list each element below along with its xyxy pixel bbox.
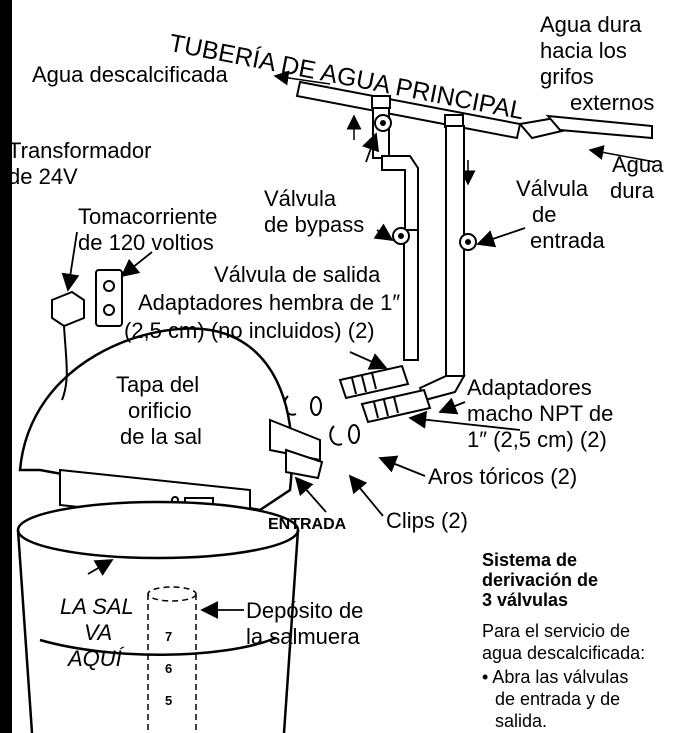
info-bullet-2: de entrada y de: [495, 689, 621, 709]
o-rings-label: Aros tóricos (2): [428, 464, 578, 489]
outdoor-hard-water-label-3: grifos: [540, 64, 594, 89]
info-heading-1: Sistema de: [482, 550, 578, 570]
leader-arrows: [61, 132, 526, 619]
outdoor-hard-water-label-2: hacia los: [540, 38, 627, 63]
female-adapters-label-2: (2,5 cm) (no incluidos) (2): [124, 318, 375, 343]
male-adapters-label-1: Adaptadores: [467, 375, 592, 400]
inlet-valve-label-1: Válvula: [516, 176, 589, 201]
salt-lid-label-1: Tapa del: [116, 372, 200, 397]
inlet-valve-label-3: entrada: [530, 228, 605, 253]
transformer: [51, 290, 85, 401]
outdoor-hard-water-label-4: externos: [570, 90, 655, 115]
hard-water-label-1: Agua: [612, 152, 664, 177]
bypass-valve-label-1: Válvula: [264, 186, 337, 211]
o-rings: [310, 396, 360, 444]
bypass-piping: [372, 107, 466, 402]
brine-tank-label-1: Depósito de: [246, 598, 364, 623]
male-adapters-label-2: macho NPT de: [467, 401, 614, 426]
brine-mark-6: 6: [165, 661, 173, 676]
transformer-label-1: Transformador: [8, 138, 152, 163]
male-adapter-lower: [360, 388, 432, 424]
info-bullet-1: • Abra las válvulas: [482, 667, 629, 687]
wall-outlet: [95, 269, 123, 327]
hard-water-label-2: dura: [610, 178, 655, 203]
info-heading-2: derivación de: [482, 570, 599, 590]
info-body-1: Para el servicio de: [482, 621, 631, 641]
flow-arrows: [273, 70, 656, 186]
brine-tank-label-2: la salmuera: [246, 624, 360, 649]
main-water-pipe: [295, 80, 653, 140]
male-adapters-label-3: 1″ (2,5 cm) (2): [467, 427, 607, 452]
bypass-ports: [269, 418, 324, 480]
transformer-label-2: de 24V: [8, 164, 78, 189]
female-adapters-label-1: Adaptadores hembra de 1″: [138, 290, 401, 315]
info-bullet-3: salida.: [495, 711, 548, 731]
bypass-valve-label-2: de bypass: [264, 212, 365, 237]
salt-here-label-1: LA SAL: [60, 594, 134, 619]
info-body-2: agua descalcificada:: [482, 643, 646, 663]
salt-here-label-3: AQUÍ: [68, 646, 122, 671]
bypass-valve: [374, 114, 392, 132]
info-heading-3: 3 válvulas: [482, 590, 569, 610]
brine-tank: [16, 500, 300, 733]
entrada-label: ENTRADA: [268, 516, 347, 533]
brine-well: [147, 586, 197, 733]
clips-label: Clips (2): [386, 508, 468, 533]
left-edge-bar: [0, 0, 12, 733]
salt-lid-label-2: orificio: [128, 398, 192, 423]
salt-here-label-2: VA: [84, 620, 113, 645]
female-adapter-upper: [338, 364, 410, 400]
outlet-valve-label: Válvula de salida: [214, 262, 381, 287]
outdoor-hard-water-label-1: Agua dura: [540, 12, 642, 37]
salt-lid-label-3: de la sal: [120, 424, 202, 449]
outlet-label-2: de 120 voltios: [78, 230, 214, 255]
softened-flow-arrow: [273, 70, 331, 86]
outlet-label-1: Tomacorriente: [78, 204, 218, 229]
brine-mark-5: 5: [165, 693, 173, 708]
outlet-valve: [392, 227, 410, 245]
inlet-valve: [459, 233, 477, 251]
inlet-valve-label-2: de: [532, 202, 557, 227]
hard-water-flow-arrow: [588, 145, 656, 163]
brine-mark-7: 7: [165, 629, 173, 644]
softened-water-label: Agua descalcificada: [32, 62, 228, 87]
